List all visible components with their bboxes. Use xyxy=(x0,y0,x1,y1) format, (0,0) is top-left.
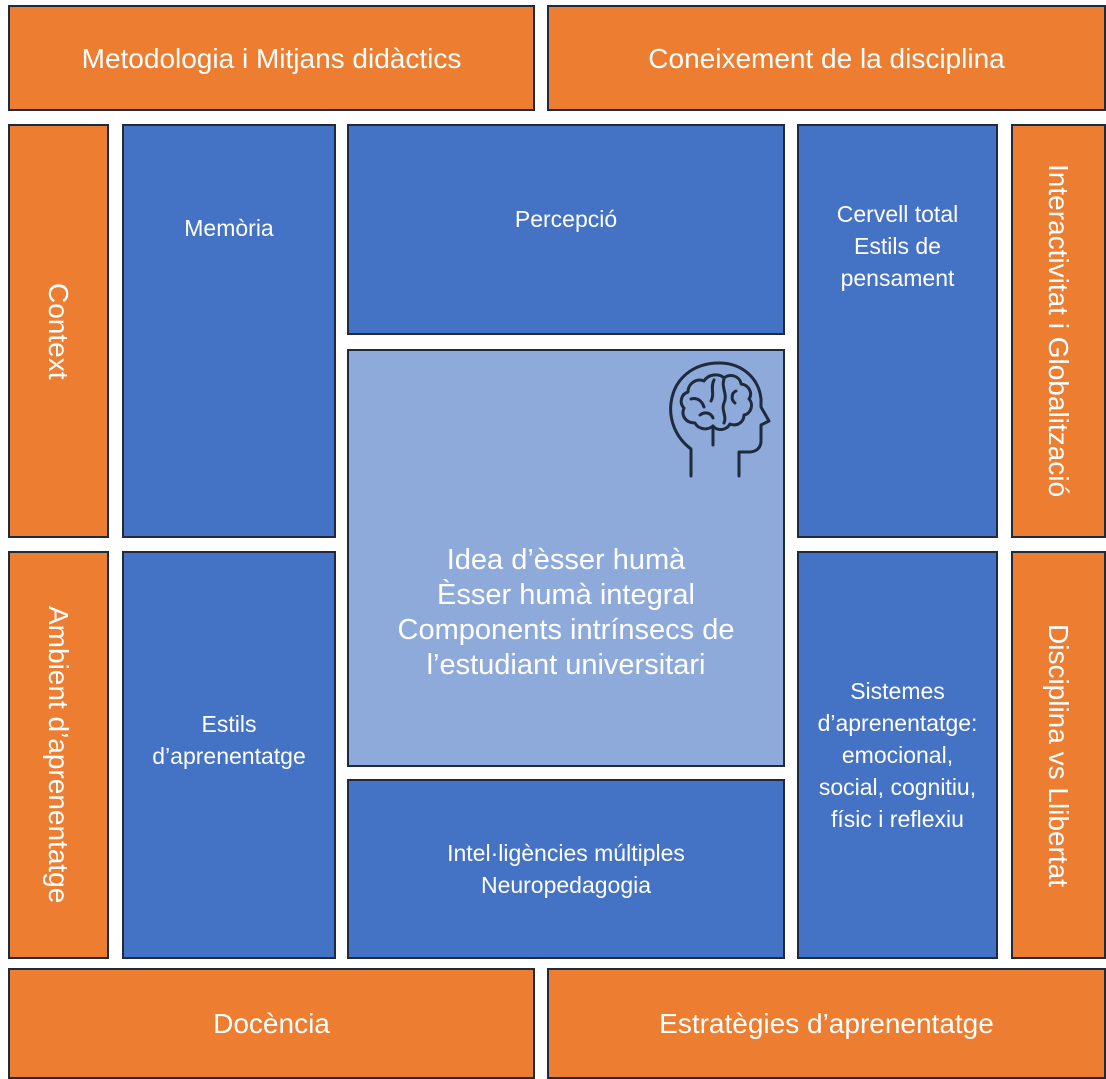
left-bottom-label: Ambient d’aprenentatge xyxy=(43,606,74,904)
brain-head-icon xyxy=(669,361,771,478)
percepcio-label: Percepció xyxy=(514,206,618,233)
sistemes-label: Sistemes d’aprenentatge: emocional, soci… xyxy=(817,677,978,833)
center-box: Idea d’èsser humà Èsser humà integral Co… xyxy=(347,349,785,767)
bottom-left-box: Docència xyxy=(8,968,535,1079)
bottom-right-box: Estratègies d’aprenentatge xyxy=(547,968,1106,1079)
bottom-left-label: Docència xyxy=(213,1008,330,1039)
right-bottom-box: Disciplina vs Llibertat xyxy=(1011,551,1106,959)
right-top-label: Interactivitat i Globalització xyxy=(1043,164,1074,498)
top-left-box: Metodologia i Mitjans didàctics xyxy=(8,5,535,111)
left-top-label: Context xyxy=(43,282,74,380)
top-right-box: Coneixement de la disciplina xyxy=(547,5,1106,111)
top-right-label: Coneixement de la disciplina xyxy=(648,42,1005,74)
intelligencies-box: Intel·ligències múltiples Neuropedagogia xyxy=(347,779,785,959)
intelligencies-label: Intel·ligències múltiples Neuropedagogia xyxy=(447,839,685,898)
estils-aprenentatge-label: Estils d’aprenentatge xyxy=(152,710,306,769)
top-left-label: Metodologia i Mitjans didàctics xyxy=(81,42,462,74)
left-bottom-box: Ambient d’aprenentatge xyxy=(8,551,109,959)
bottom-right-label: Estratègies d’aprenentatge xyxy=(659,1008,994,1039)
memoria-box: Memòria xyxy=(122,124,336,538)
center-label: Idea d’èsser humà Èsser humà integral Co… xyxy=(397,544,735,681)
cervell-box: Cervell total Estils de pensament xyxy=(797,124,998,538)
estils-aprenentatge-box: Estils d’aprenentatge xyxy=(122,551,336,959)
right-top-box: Interactivitat i Globalització xyxy=(1011,124,1106,538)
left-top-box: Context xyxy=(8,124,109,538)
cervell-label: Cervell total Estils de pensament xyxy=(836,200,959,292)
percepcio-box: Percepció xyxy=(347,124,785,335)
sistemes-box: Sistemes d’aprenentatge: emocional, soci… xyxy=(797,551,998,959)
memoria-label: Memòria xyxy=(184,214,274,241)
right-bottom-label: Disciplina vs Llibertat xyxy=(1043,623,1074,887)
